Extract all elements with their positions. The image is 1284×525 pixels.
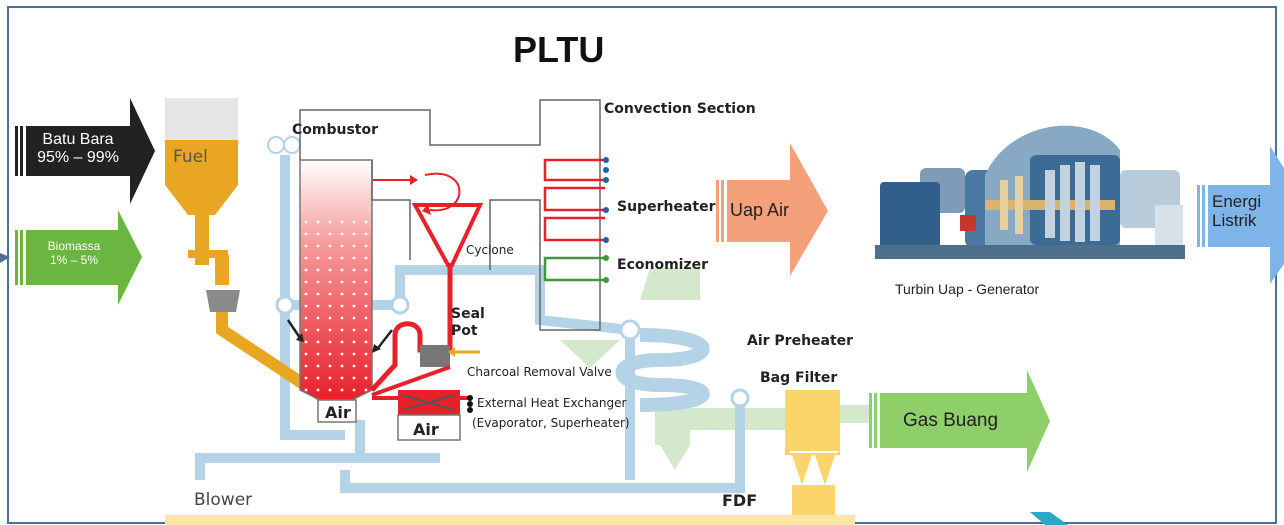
- valve-right: [390, 295, 410, 315]
- economizer-label: Economizer: [617, 257, 708, 273]
- coal-share: 95% – 99%: [37, 149, 119, 167]
- fuel-hopper: [165, 140, 238, 215]
- air-exchanger-label: Air: [413, 420, 439, 439]
- turbine-generator-image: [875, 125, 1185, 259]
- steam-arrow: [716, 143, 828, 276]
- seal-pot-loop: [370, 321, 453, 392]
- preheater-top-shape: [640, 268, 700, 300]
- biomass-arrow: [0, 210, 142, 305]
- boiler-outline: [299, 99, 601, 331]
- preheater-hopper-bottom: [660, 445, 690, 470]
- biomass-arrow-text: Biomassa 1% – 5%: [28, 239, 120, 268]
- combustor-label: Combustor: [292, 122, 379, 138]
- coal-arrow-text: Batu Bara 95% – 99%: [28, 131, 128, 168]
- flue-gas-label: Gas Buang: [903, 410, 999, 431]
- blower-label: Blower: [194, 490, 253, 510]
- external-heat-exchanger-label: External Heat Exchanger: [477, 396, 627, 410]
- bag-filter-label: Bag Filter: [760, 370, 838, 386]
- fuel-chute-2: [215, 255, 229, 285]
- pot-label: Pot: [451, 323, 478, 339]
- valve-preheater: [619, 319, 641, 341]
- coal-name: Batu Bara: [42, 131, 114, 148]
- air-preheater-label: Air Preheater: [747, 333, 854, 349]
- bag-filter: [785, 390, 840, 455]
- combustor-particles: [300, 220, 372, 400]
- steam-label: Uap Air: [730, 200, 790, 220]
- charcoal-removal-valve-label: Charcoal Removal Valve: [467, 365, 612, 379]
- duct-to-stack: [840, 405, 870, 423]
- electricity-text: Energi Listrik: [1212, 192, 1262, 230]
- valve-left: [275, 295, 295, 315]
- air-main-label: Air: [325, 403, 351, 422]
- seal-pot: [420, 345, 450, 367]
- fuel-hopper-top: [165, 98, 238, 140]
- biomass-share: 1% – 5%: [49, 252, 99, 267]
- fuel-feed-line: [216, 312, 324, 401]
- logo-fragment: [1030, 512, 1068, 525]
- preheater-hopper-left: [560, 340, 620, 368]
- ground-band: [165, 515, 855, 525]
- swirl-arrow: [424, 172, 461, 212]
- convection-section-label: Convection Section: [604, 101, 756, 117]
- fuel-junction: [188, 250, 228, 258]
- flue-gas-arrow: [869, 370, 1050, 472]
- fdf-label: FDF: [722, 491, 758, 510]
- turbine-caption: Turbin Uap - Generator: [895, 281, 1040, 297]
- electricity-line2: Listrik: [1212, 210, 1257, 230]
- electricity-arrow: [1197, 146, 1284, 284]
- coal-arrow: [15, 98, 155, 204]
- air-box-exchanger: [397, 414, 461, 441]
- superheater-coil: [543, 158, 605, 242]
- combustor-roof: [371, 160, 411, 260]
- economizer-coil: [543, 256, 605, 282]
- electricity-line1: Energi: [1212, 192, 1262, 211]
- combustor-valve-2: [283, 136, 301, 154]
- cyclone-label: Cyclone: [466, 243, 514, 257]
- biomass-name: Biomassa: [47, 239, 101, 253]
- combustor-valve-1: [267, 136, 285, 154]
- fuel-feeder: [206, 290, 240, 312]
- diagram-title: PLTU: [513, 29, 605, 70]
- superheater-label: Superheater: [617, 199, 716, 215]
- air-preheater-coil: [615, 328, 710, 412]
- valve-fdf: [730, 388, 750, 408]
- external-heat-exchanger-sub-label: (Evaporator, Superheater): [472, 416, 630, 430]
- return-leg: [371, 365, 451, 397]
- air-box-main: [317, 399, 357, 423]
- fuel-label: Fuel: [173, 147, 208, 167]
- seal-label: Seal: [451, 306, 485, 322]
